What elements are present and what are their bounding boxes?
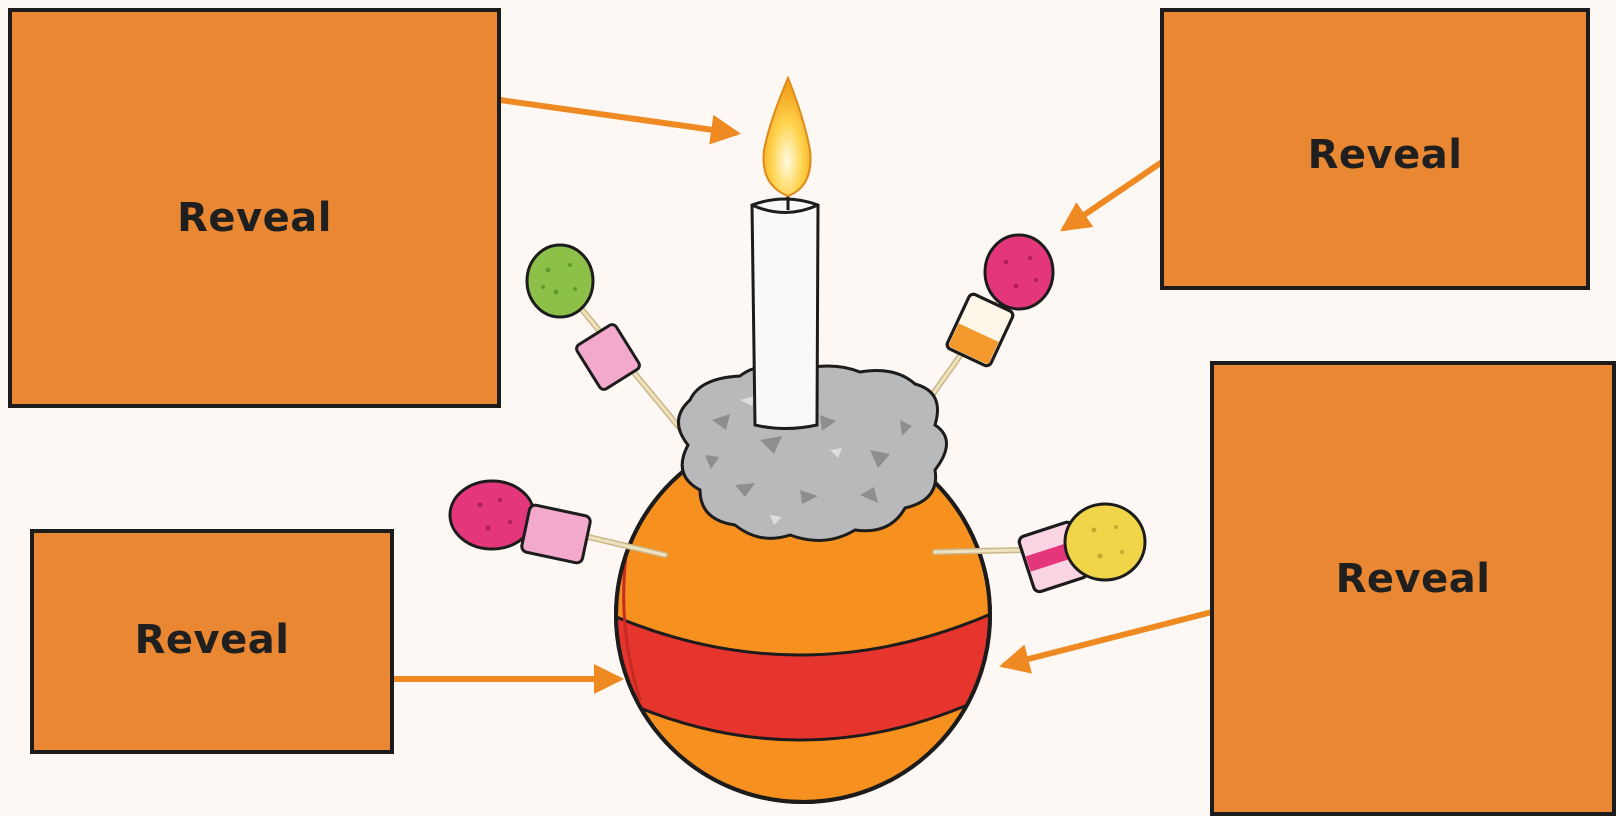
reveal-button-top-right[interactable]: Reveal	[1160, 8, 1590, 290]
magenta-sweet-left	[450, 481, 534, 549]
pink-marshmallow	[575, 323, 642, 391]
reveal-label: Reveal	[135, 617, 290, 663]
reveal-button-bottom-left[interactable]: Reveal	[30, 529, 394, 754]
magenta-sweet	[985, 235, 1053, 309]
reveal-button-top-left[interactable]: Reveal	[8, 8, 501, 408]
reveal-button-bottom-right[interactable]: Reveal	[1210, 361, 1616, 816]
green-sweet	[527, 245, 593, 317]
arrow-top-right	[1065, 162, 1162, 228]
candle	[752, 78, 818, 429]
reveal-label: Reveal	[1308, 132, 1463, 178]
candle-flame	[764, 78, 811, 196]
arrow-top-left	[500, 100, 735, 133]
yellow-sweet	[1065, 504, 1145, 580]
arrow-bottom-right	[1005, 612, 1212, 665]
reveal-label: Reveal	[1336, 556, 1491, 602]
pink-marshmallow-left	[521, 504, 592, 564]
reveal-label: Reveal	[177, 195, 332, 241]
